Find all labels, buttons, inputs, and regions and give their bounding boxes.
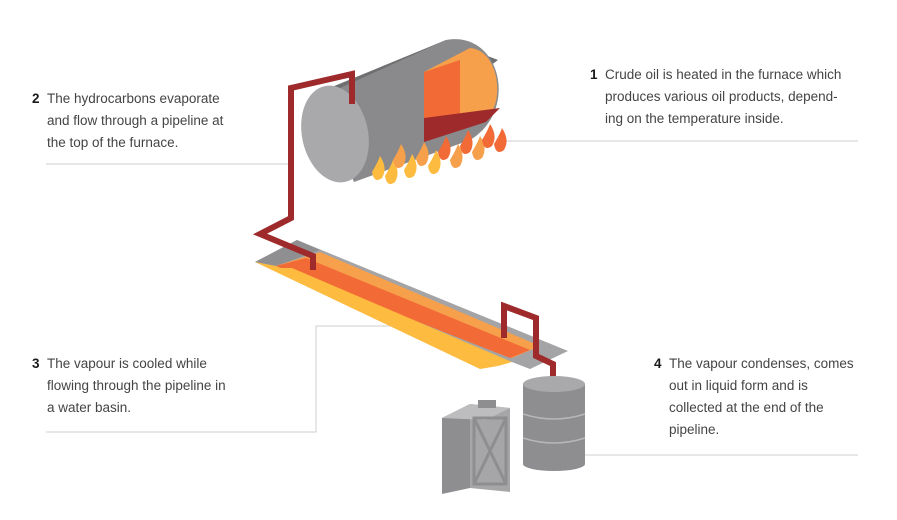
drum-body — [523, 384, 585, 464]
step-number: 1 — [590, 67, 598, 82]
drum-rib — [522, 437, 586, 444]
flame-icon — [472, 136, 485, 160]
furnace-oil — [424, 108, 500, 142]
flame-icon — [393, 144, 406, 168]
step-4-label: 4 The vapour condenses, comes out in liq… — [654, 353, 884, 441]
basin-inner-wall — [255, 240, 320, 266]
pipeline-top — [252, 70, 355, 270]
drum-rib — [522, 413, 586, 420]
flame-icon — [416, 142, 429, 166]
step-3-label: 3 The vapour is cooled while flowing thr… — [32, 353, 272, 419]
flame-icon — [372, 156, 385, 180]
basin-front-rim — [255, 262, 498, 369]
step-description: The vapour condenses, comes out in liqui… — [669, 356, 854, 437]
step-2-label: 2 The hydrocarbons evaporate and flow th… — [32, 88, 262, 154]
flame-icon — [482, 124, 495, 148]
basin-water-front — [276, 268, 512, 366]
flames — [372, 124, 507, 184]
water-basin — [255, 240, 568, 369]
can-side — [442, 404, 470, 494]
flame-icon — [438, 136, 451, 160]
step-number: 2 — [32, 91, 40, 106]
step-description: The vapour is cooled while flowing throu… — [47, 356, 226, 415]
pipeline — [252, 70, 556, 384]
furnace-end-cap — [301, 85, 369, 183]
step-number: 4 — [654, 356, 662, 371]
furnace-icon — [301, 39, 500, 183]
pipeline-end — [501, 301, 556, 384]
leader-line-3 — [46, 325, 430, 433]
flame-icon — [460, 130, 473, 154]
jerry-can-icon — [442, 400, 510, 494]
basin-water-orange — [276, 258, 530, 358]
step-description: Crude oil is heated in the furnace which… — [605, 67, 842, 126]
step-number: 3 — [32, 356, 40, 371]
flame-icon — [494, 128, 507, 152]
leader-lines — [46, 140, 858, 456]
flame-icon — [450, 144, 463, 168]
step-description: The hydrocarbons evaporate and flow thro… — [47, 91, 224, 150]
flame-icon — [428, 150, 441, 174]
drum-bottom — [523, 457, 585, 471]
flame-icon — [385, 160, 398, 184]
step-1-label: 1 Crude oil is heated in the furnace whi… — [590, 64, 880, 130]
can-emboss — [472, 416, 508, 486]
can-handle — [478, 400, 496, 408]
flame-icon — [404, 154, 417, 178]
drum-top — [523, 376, 585, 392]
oil-drum-icon — [522, 376, 586, 471]
